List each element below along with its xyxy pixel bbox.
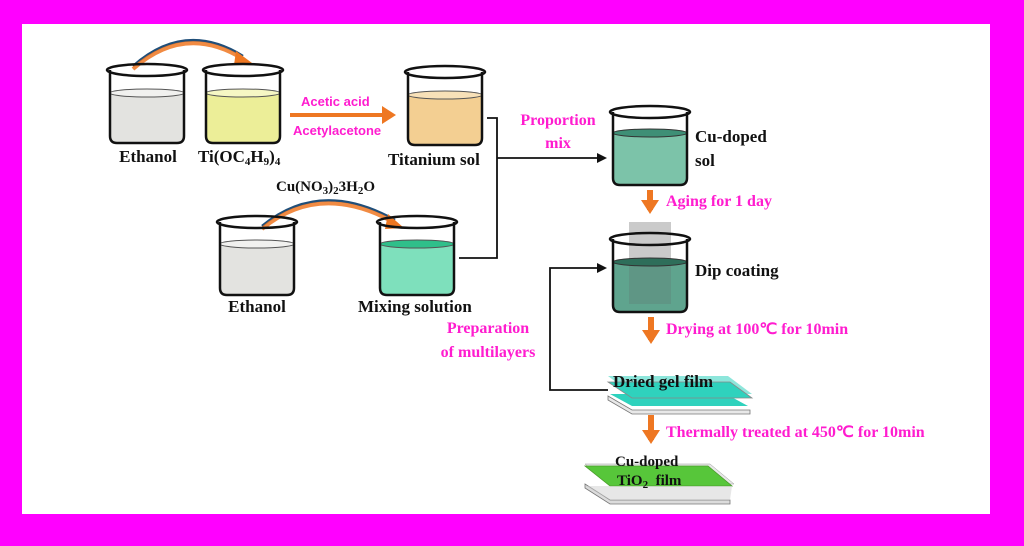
label-ethanol-2: Ethanol — [228, 297, 286, 316]
label-proportion: Proportion — [520, 112, 596, 129]
label-mixing-solution: Mixing solution — [358, 297, 472, 316]
label-dip-coating: Dip coating — [695, 261, 779, 280]
label-ethanol-1: Ethanol — [119, 147, 177, 166]
beaker-ethanol-2 — [215, 214, 299, 297]
label-acetic-acid: Acetic acid — [301, 94, 370, 109]
label-preparation: Preparation — [446, 320, 530, 337]
transfer-arc-ethanol-to-tbot — [132, 38, 244, 67]
label-tbot: Ti(OC4H9)4 — [198, 147, 281, 168]
label-of-multilayers: of multilayers — [440, 344, 536, 361]
merge-line-titanium — [487, 117, 498, 158]
merge-line-mixing — [459, 158, 498, 259]
label-cu-doped: Cu-doped — [695, 127, 767, 146]
beaker-tbot — [201, 62, 285, 145]
label-final-tio2-film: TiO2 film — [617, 473, 682, 491]
label-aging: Aging for 1 day — [666, 193, 772, 210]
label-acetylacetone: Acetylacetone — [293, 123, 382, 138]
beaker-ethanol-1 — [105, 62, 189, 145]
label-titanium-sol: Titanium sol — [388, 150, 480, 169]
multilayer-loop — [549, 263, 608, 391]
beaker-mixing-solution — [375, 214, 459, 297]
final-film-plate — [583, 463, 735, 505]
label-drying: Drying at 100℃ for 10min — [666, 321, 849, 338]
label-copper-nitrate: Cu(NO3)23H2O — [276, 179, 376, 197]
transfer-arc-head-1 — [234, 51, 252, 65]
label-thermal: Thermally treated at 450℃ for 10min — [666, 424, 925, 441]
beaker-titanium-sol — [403, 64, 487, 147]
beaker-cu-doped-sol — [608, 104, 692, 187]
label-dried-gel-film: Dried gel film — [613, 372, 714, 391]
label-final-cu-doped: Cu-doped — [615, 454, 679, 470]
label-sol: sol — [695, 151, 715, 170]
beaker-dip-coating — [608, 222, 692, 314]
label-mix: mix — [545, 135, 571, 152]
dried-gel-film-plate — [606, 376, 754, 415]
